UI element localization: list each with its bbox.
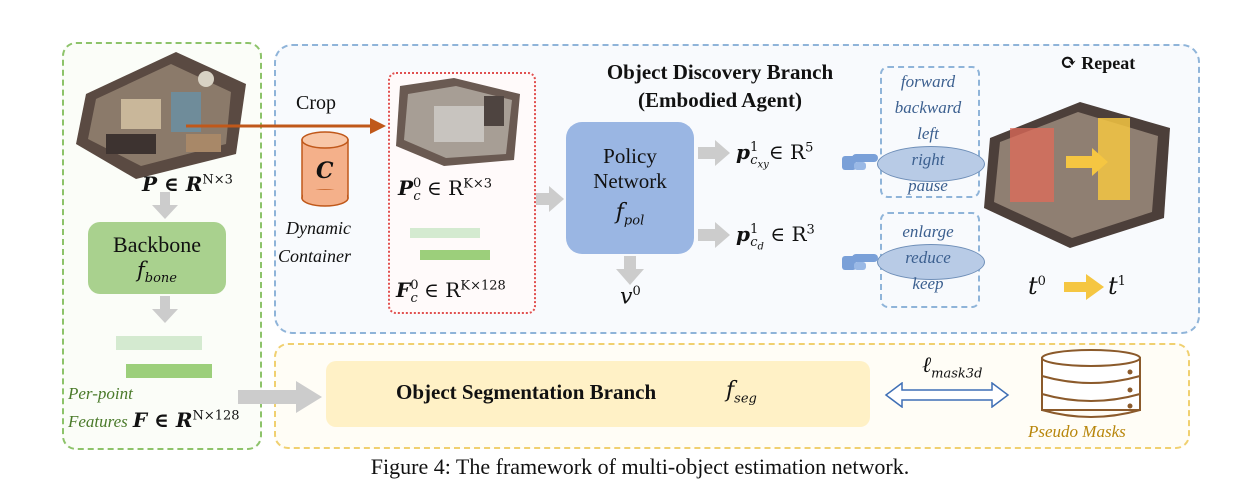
- cropped-point-cloud-image: [396, 78, 520, 166]
- cropped-feature-label: F0c ∈ RK×128: [396, 278, 506, 306]
- features-caption-line1: Per-point: [68, 384, 133, 403]
- cropped-pc-label: P0c ∈ RK×3: [398, 176, 493, 204]
- time-step-t0: t0: [1028, 272, 1046, 300]
- dynamic-container-icon: [301, 131, 349, 207]
- direction-output-label: p1cxy∈ R5: [736, 140, 814, 171]
- direction-pause: pause: [908, 176, 948, 195]
- policy-title-line1: Policy: [603, 144, 657, 168]
- repeat-text: Repeat: [1081, 53, 1136, 73]
- discovery-title-line1: Object Discovery Branch: [606, 60, 834, 84]
- feature-bar-back: [116, 336, 202, 350]
- direction-backward: backward: [894, 98, 962, 117]
- size-reduce: reduce: [905, 248, 951, 267]
- time-arrow: [1064, 274, 1104, 300]
- discovery-title-line2: (Embodied Agent): [638, 88, 802, 112]
- backbone-function: fbone: [137, 258, 177, 287]
- arrow-to-backbone: [152, 192, 178, 219]
- policy-title-line2: Network: [593, 169, 667, 193]
- value-output: v0: [620, 284, 641, 310]
- pseudo-masks-label: Pseudo Masks: [1028, 422, 1126, 441]
- arrow-to-value: [616, 256, 644, 285]
- database-icon: [1041, 349, 1141, 418]
- size-keep: keep: [912, 274, 944, 293]
- repeat-label: ⟳ Repeat: [1060, 50, 1135, 75]
- direction-left: left: [917, 124, 939, 143]
- crop-feature-bar-back: [410, 228, 480, 238]
- loss-label: ℓmask3d: [922, 353, 983, 382]
- pointing-hand-icon: [842, 154, 878, 170]
- container-label-line2: Container: [278, 246, 352, 266]
- direction-right: right: [911, 150, 945, 169]
- size-output-label: p1cd ∈ R3: [736, 222, 815, 253]
- container-label-line1: Dynamic: [286, 218, 351, 238]
- arrow-to-policy: [536, 186, 564, 212]
- segmentation-title: Object Segmentation Branch: [396, 380, 657, 404]
- selected-size-highlight: [877, 244, 985, 280]
- time-step-t1: t1: [1108, 272, 1126, 300]
- arrow-to-pxy: [698, 140, 730, 166]
- policy-network-block: Policy Network fpol: [566, 122, 694, 254]
- loss-double-arrow: [884, 382, 1010, 408]
- segmentation-block: [326, 361, 870, 427]
- size-enlarge: enlarge: [902, 222, 954, 241]
- container-symbol: C: [316, 158, 334, 184]
- crop-feature-bar-front: [420, 250, 490, 260]
- policy-function: fpol: [615, 200, 645, 229]
- arrow-to-pd: [698, 222, 730, 248]
- pointing-hand-icon: [842, 254, 878, 270]
- arrow-to-segmentation: [238, 381, 322, 413]
- segmentation-function: fseg: [726, 378, 757, 407]
- repeat-icon: ⟳: [1060, 52, 1077, 74]
- features-caption-line2: Features F ∈ RN×128: [68, 408, 240, 432]
- backbone-title: Backbone: [113, 232, 201, 257]
- feature-bar-front: [126, 364, 212, 378]
- arrow-to-features: [152, 296, 178, 323]
- figure-caption: Figure 4: The framework of multi-object …: [370, 454, 910, 479]
- backbone-block: Backbone fbone: [88, 222, 226, 294]
- selected-direction-highlight: [877, 146, 985, 182]
- crop-label: Crop: [296, 92, 336, 114]
- scene-with-boxes-image: [984, 102, 1170, 248]
- point-cloud-label: P ∈ RN×3: [142, 172, 233, 196]
- scene-point-cloud-image: [76, 52, 246, 179]
- crop-arrow: [186, 118, 386, 134]
- direction-forward: forward: [900, 72, 956, 91]
